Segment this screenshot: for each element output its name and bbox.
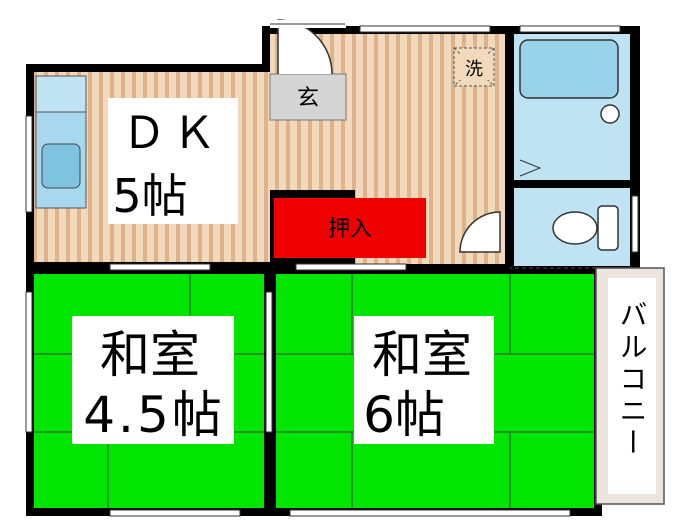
dk-size-label: 5帖 — [112, 169, 187, 223]
kitchen-counter — [35, 75, 87, 209]
bathroom — [514, 34, 630, 180]
toilet-room — [459, 188, 630, 266]
laundry-label: 洗 — [465, 59, 483, 80]
oshiire-closet — [274, 198, 426, 258]
washitsu-6 — [276, 274, 594, 508]
genkan-area — [269, 19, 347, 121]
balcony — [510, 267, 665, 505]
balcony-label: バルコニー — [616, 300, 649, 460]
laundry-spot — [453, 47, 495, 87]
washitsu-4-5 — [34, 274, 264, 508]
genkan-label: 玄 — [297, 86, 319, 111]
window-openings — [25, 25, 639, 517]
washitsu-4-5-name-label: 和室 — [100, 326, 200, 384]
washitsu-4-5-size-label: 4.5帖 — [83, 386, 225, 444]
dk-name-label: ＤＫ — [122, 108, 222, 159]
oshiire-label: 押入 — [328, 217, 372, 242]
washitsu-6-size-label: 6帖 — [363, 386, 445, 444]
washitsu-6-name-label: 和室 — [372, 326, 472, 384]
